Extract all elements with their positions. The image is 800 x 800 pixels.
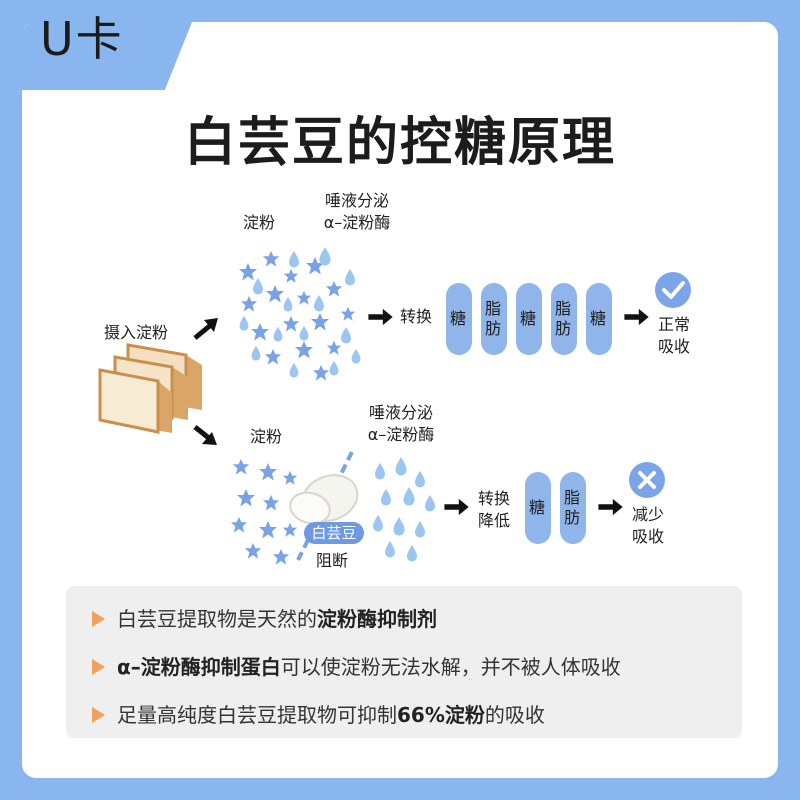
white-kidney-bean-icon [289, 451, 359, 561]
white-bean-badge: 白芸豆 [304, 522, 364, 544]
notes-panel: 白芸豆提取物是天然的淀粉酶抑制剂 α–淀粉酶抑制蛋白可以使淀粉无法水解，并不被人… [66, 586, 742, 738]
pill-fat: 脂肪 [560, 472, 586, 544]
pill-sugar: 糖 [516, 283, 542, 355]
top-starch-cluster [239, 247, 361, 381]
note-item: α–淀粉酶抑制蛋白可以使淀粉无法水解，并不被人体吸收 [92, 651, 621, 680]
note-item: 白芸豆提取物是天然的淀粉酶抑制剂 [92, 603, 437, 632]
bottom-enzyme-cluster [373, 457, 435, 562]
block-label: 阻断 [316, 551, 349, 570]
brand-logo: U卡 [40, 12, 124, 66]
bottom-convert-label: 转换 降低 [477, 489, 510, 530]
arrow-right-icon [598, 498, 623, 516]
note-item: 足量高纯度白芸豆提取物可抑制66%淀粉的吸收 [92, 699, 545, 728]
top-convert-label: 转换 [400, 307, 433, 326]
arrow-down-right-icon [193, 425, 217, 445]
top-result-label: 正常 吸收 [657, 315, 690, 356]
arrow-right-icon [368, 308, 393, 326]
page-title: 白芸豆的控糖原理 [183, 113, 616, 173]
arrow-right-icon [624, 308, 649, 326]
arrow-right-icon [444, 498, 469, 516]
bottom-result-label: 减少 吸收 [631, 505, 664, 546]
intake-label: 摄入淀粉 [104, 323, 169, 342]
bread-icon [98, 343, 202, 434]
pill-sugar: 糖 [586, 283, 612, 355]
pill-sugar: 糖 [446, 283, 472, 355]
orange-triangle-icon [92, 658, 105, 675]
pill-fat: 脂肪 [551, 283, 577, 355]
check-circle-icon [655, 272, 691, 308]
orange-triangle-icon [92, 610, 105, 627]
pill-fat: 脂肪 [481, 283, 507, 355]
orange-triangle-icon [92, 706, 105, 723]
top-enzyme-label: 唾液分泌 α–淀粉酶 [323, 191, 391, 232]
bottom-starch-label: 淀粉 [250, 427, 283, 446]
arrow-up-right-icon [193, 318, 218, 340]
bottom-enzyme-label: 唾液分泌 α–淀粉酶 [367, 403, 435, 444]
x-circle-icon [629, 462, 665, 498]
brand-tab [22, 22, 192, 90]
top-starch-label: 淀粉 [243, 213, 276, 232]
pill-sugar: 糖 [525, 472, 551, 544]
